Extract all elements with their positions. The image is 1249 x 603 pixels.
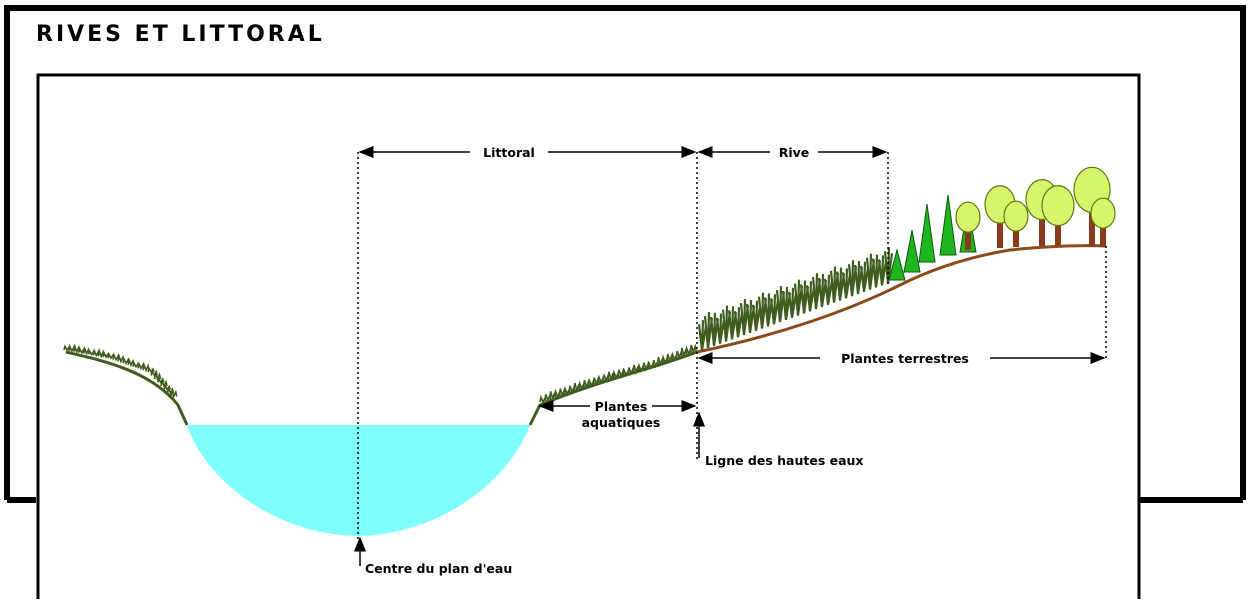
- grass-tuft: [169, 387, 178, 399]
- grass-tuft: [160, 378, 168, 388]
- grass-tuft: [689, 343, 698, 355]
- tree-trunk: [1039, 214, 1045, 246]
- grass-littoral-bank: [539, 343, 698, 404]
- grass-tuft: [163, 383, 172, 392]
- page-title: RIVES ET LITTORAL: [36, 22, 325, 47]
- grass-tuft: [127, 357, 135, 367]
- label-plantes-terrestres: Plantes terrestres: [841, 351, 969, 366]
- grass-tuft: [147, 366, 155, 374]
- tree-trunk: [1055, 220, 1061, 246]
- grass-tuft: [156, 376, 165, 385]
- deciduous-trees: [955, 166, 1116, 250]
- grass-tuft: [166, 385, 175, 395]
- label-rive: Rive: [779, 145, 810, 160]
- outer-frame: [4, 5, 1246, 503]
- label-centre-plan-eau: Centre du plan d'eau: [365, 561, 512, 576]
- label-ligne-hautes-eaux: Ligne des hautes eaux: [705, 453, 864, 468]
- label-plantes-aquatiques-line1: Plantes: [595, 399, 648, 414]
- dimension-arrows: [354, 146, 1106, 566]
- dotted-guides: [357, 152, 1107, 540]
- grass-left-bank: [63, 343, 178, 399]
- conifer-tree: [888, 248, 906, 281]
- water-body: [187, 425, 530, 536]
- conifer-tree: [903, 229, 921, 273]
- tree-canopy: [1003, 200, 1029, 232]
- label-plantes-aquatiques-line2: aquatiques: [582, 415, 661, 430]
- tree-trunk: [965, 228, 971, 250]
- conifer-tree: [918, 203, 936, 263]
- tree-canopy: [955, 201, 981, 233]
- tree-canopy: [1041, 185, 1075, 227]
- tree-trunk: [997, 218, 1003, 248]
- ground-profile: [65, 244, 1107, 426]
- label-littoral: Littoral: [483, 145, 535, 160]
- tree-trunk: [1013, 227, 1019, 247]
- tree-trunk: [1089, 206, 1095, 246]
- grass-tuft: [150, 368, 159, 378]
- grass-tuft: [142, 361, 150, 373]
- inner-frame: [36, 73, 1141, 599]
- grass-tuft: [153, 370, 162, 382]
- tree-canopy: [1090, 197, 1116, 229]
- tree-trunk: [1100, 224, 1106, 246]
- conifer-tree: [939, 194, 957, 256]
- shrubs-rive: [697, 247, 894, 351]
